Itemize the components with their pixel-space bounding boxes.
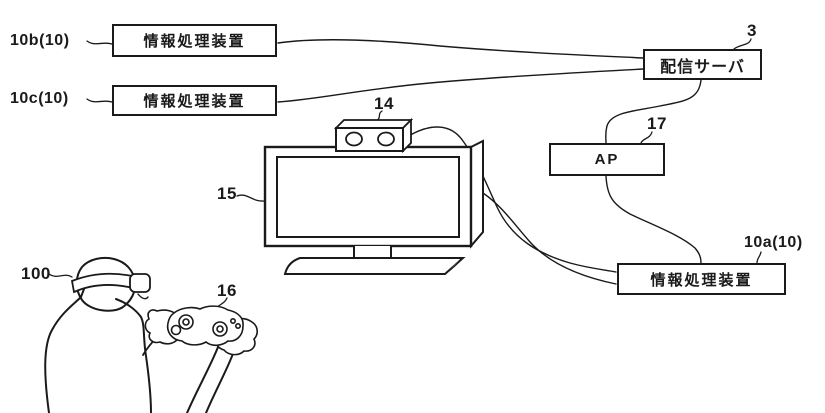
ref-label-10b: 10b(10) (10, 32, 70, 49)
ref-label-100: 100 (21, 264, 51, 283)
leader-100 (48, 273, 73, 278)
ref-label-14: 14 (374, 94, 394, 113)
game-controller-hands (144, 305, 258, 356)
leader-10a (756, 251, 762, 264)
camera-top-face (333, 119, 414, 129)
box-device-10b: 情報処理装置 (112, 24, 277, 57)
hmd-goggles (129, 273, 151, 293)
box-device-10b-label: 情報処理装置 (143, 33, 246, 50)
tv-side-depth (470, 139, 484, 249)
ref-label-17: 17 (647, 114, 667, 133)
leader-10c (86, 98, 113, 103)
user-torso-left (44, 288, 85, 413)
cable-tv-to-device10a (482, 192, 617, 285)
ref-label-15: 15 (217, 184, 237, 203)
controller-button-1 (230, 317, 237, 324)
leader-10b (86, 40, 113, 45)
box-device-10c: 情報処理装置 (112, 85, 277, 116)
ref-label-16: 16 (217, 281, 237, 300)
ref-label-3: 3 (747, 21, 757, 40)
leader-17 (640, 131, 653, 144)
leader-lines (48, 38, 762, 313)
tv-stand-base-edge (446, 258, 462, 273)
user-shoulder-right (115, 298, 152, 413)
cable-device10c-to-server (277, 68, 644, 103)
tv-screen (276, 156, 460, 238)
controller-stick-right-cap (216, 325, 224, 333)
hmd-nose-edge (137, 293, 149, 300)
cable-camera-to-device10a (406, 126, 617, 273)
controller-dpad (170, 324, 182, 336)
box-device-10a-label: 情報処理装置 (650, 271, 753, 289)
box-device-10c-label: 情報処理装置 (143, 93, 246, 110)
tv-stand-base (283, 257, 466, 275)
leader-15 (236, 194, 265, 202)
leader-3 (733, 38, 752, 50)
stereo-camera (333, 117, 414, 154)
cable-server-to-ap (605, 79, 702, 144)
box-device-10a: 情報処理装置 (617, 263, 786, 295)
camera-lens-left (345, 131, 363, 147)
controller-button-2 (235, 322, 242, 329)
box-access-point-label: AP (594, 151, 620, 168)
ref-label-10c: 10c(10) (10, 90, 69, 107)
cable-device10b-to-server (277, 39, 644, 59)
box-distribution-server-label: 配信サーバ (660, 58, 745, 76)
box-distribution-server: 配信サーバ (643, 49, 762, 80)
connector-lines (277, 39, 702, 285)
user-right-forearm-inner (186, 346, 219, 413)
camera-lens-right (377, 131, 395, 147)
ref-label-10a: 10a(10) (744, 234, 803, 251)
controller-stick-left-cap (182, 318, 190, 326)
tv-monitor (263, 139, 484, 275)
cable-ap-to-device10a (605, 175, 702, 264)
box-access-point: AP (549, 143, 665, 176)
